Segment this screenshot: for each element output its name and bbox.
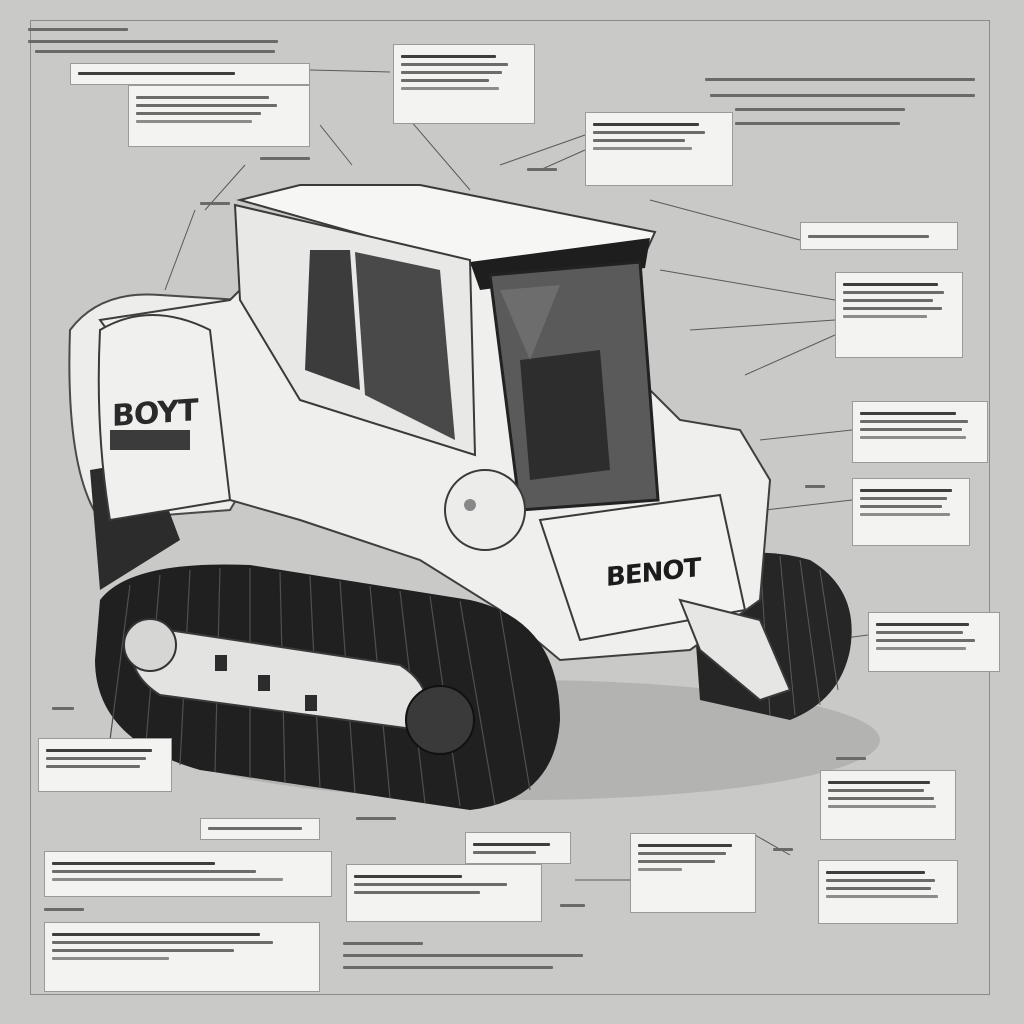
callout-bottom-center-small (465, 832, 571, 864)
label-tag (705, 78, 975, 81)
callout-top-left (128, 85, 310, 147)
cab-seat (520, 350, 610, 480)
callout-right-5 (868, 612, 1000, 672)
label-tag (44, 908, 84, 911)
label-tag (735, 122, 900, 125)
callout-bottom-left-2 (44, 851, 332, 897)
callout-bottom-right-2 (818, 860, 958, 924)
side-window-2 (355, 252, 455, 440)
rear-grille (110, 430, 190, 450)
callout-bottom-left-1 (200, 818, 320, 840)
arm-pivot-bolt (464, 499, 476, 511)
label-tag (52, 707, 74, 710)
front-window-glare (500, 285, 560, 360)
idler-wheel (123, 618, 177, 672)
callout-left-mid (38, 738, 172, 792)
callout-bottom-right-1 (820, 770, 956, 840)
label-tag (28, 28, 128, 31)
label-tag (28, 40, 278, 43)
callout-right-4 (852, 478, 970, 546)
label-tag (710, 94, 975, 97)
loader-arm (678, 598, 792, 702)
callout-bottom-left-3 (44, 922, 320, 992)
callout-top-center (393, 44, 535, 124)
label-tag (527, 168, 557, 171)
side-logo: BOYT (112, 393, 198, 434)
callout-right-2 (835, 272, 963, 358)
label-tag (343, 966, 553, 969)
label-tag (35, 50, 275, 53)
label-tag (343, 942, 423, 945)
callout-right-3 (852, 401, 988, 463)
leader-lines (164, 69, 869, 881)
roller-2 (258, 675, 270, 691)
label-tag (343, 954, 583, 957)
label-tag (773, 848, 793, 851)
label-tag (805, 485, 825, 488)
callout-top-left-header (70, 63, 310, 85)
roller-3 (305, 695, 317, 711)
label-tag (356, 817, 396, 820)
label-tag (260, 157, 310, 160)
label-tag (560, 904, 585, 907)
arm-pivot (444, 469, 526, 551)
side-window (305, 250, 360, 390)
engine-side-panel (97, 314, 232, 522)
roller-1 (215, 655, 227, 671)
callout-right-1 (800, 222, 958, 250)
label-tag (200, 202, 230, 205)
callout-bottom-center-right (630, 833, 756, 913)
label-tag (735, 108, 905, 111)
label-tag (836, 757, 866, 760)
drive-sprocket (405, 685, 475, 755)
callout-top-right-small (585, 112, 733, 186)
callout-bottom-center (346, 864, 542, 922)
diagram-frame (30, 20, 990, 995)
